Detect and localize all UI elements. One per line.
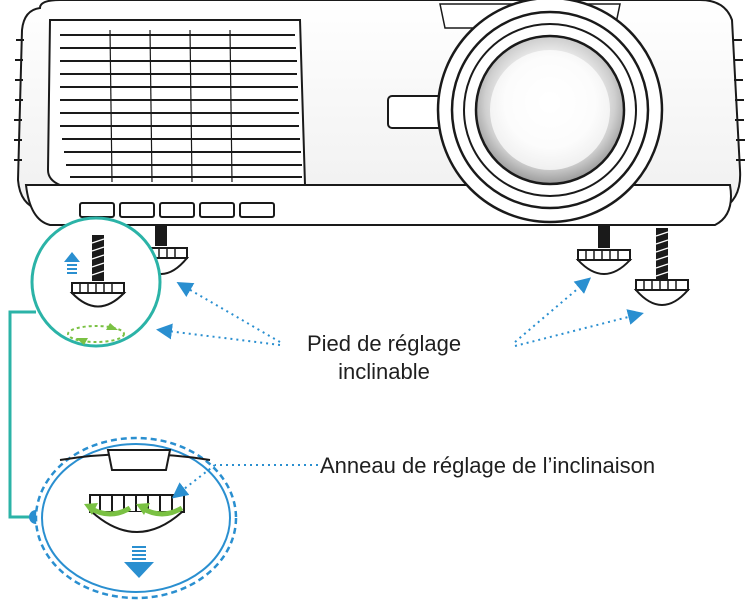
lens [436,0,664,224]
ring-rotate-arrows-icon [84,503,184,517]
front-vent-grille [46,19,307,186]
callout-ring-zoom [34,436,238,600]
side-vent-right [733,39,745,161]
down-arrow-icon [124,546,154,578]
foot-rear-right [575,226,633,275]
ir-sensor-window [387,95,445,129]
projector [14,0,745,226]
foot-front-right-extended [633,228,691,306]
rotate-arrows-icon [67,323,125,345]
up-arrow-icon [64,252,80,274]
tilt-foot-label-line2: inclinable [338,359,430,384]
callout-connector [8,310,36,519]
side-vent-left [14,39,24,161]
tilt-ring-label: Anneau de réglage de l’inclinaison [320,453,656,478]
callout-foot-zoom [30,216,162,348]
pointer-lines [156,277,644,499]
tilt-foot-label: Pied de réglage inclinable [289,330,479,386]
front-button-row [79,202,275,218]
tilt-foot-label-line1: Pied de réglage [306,331,462,356]
